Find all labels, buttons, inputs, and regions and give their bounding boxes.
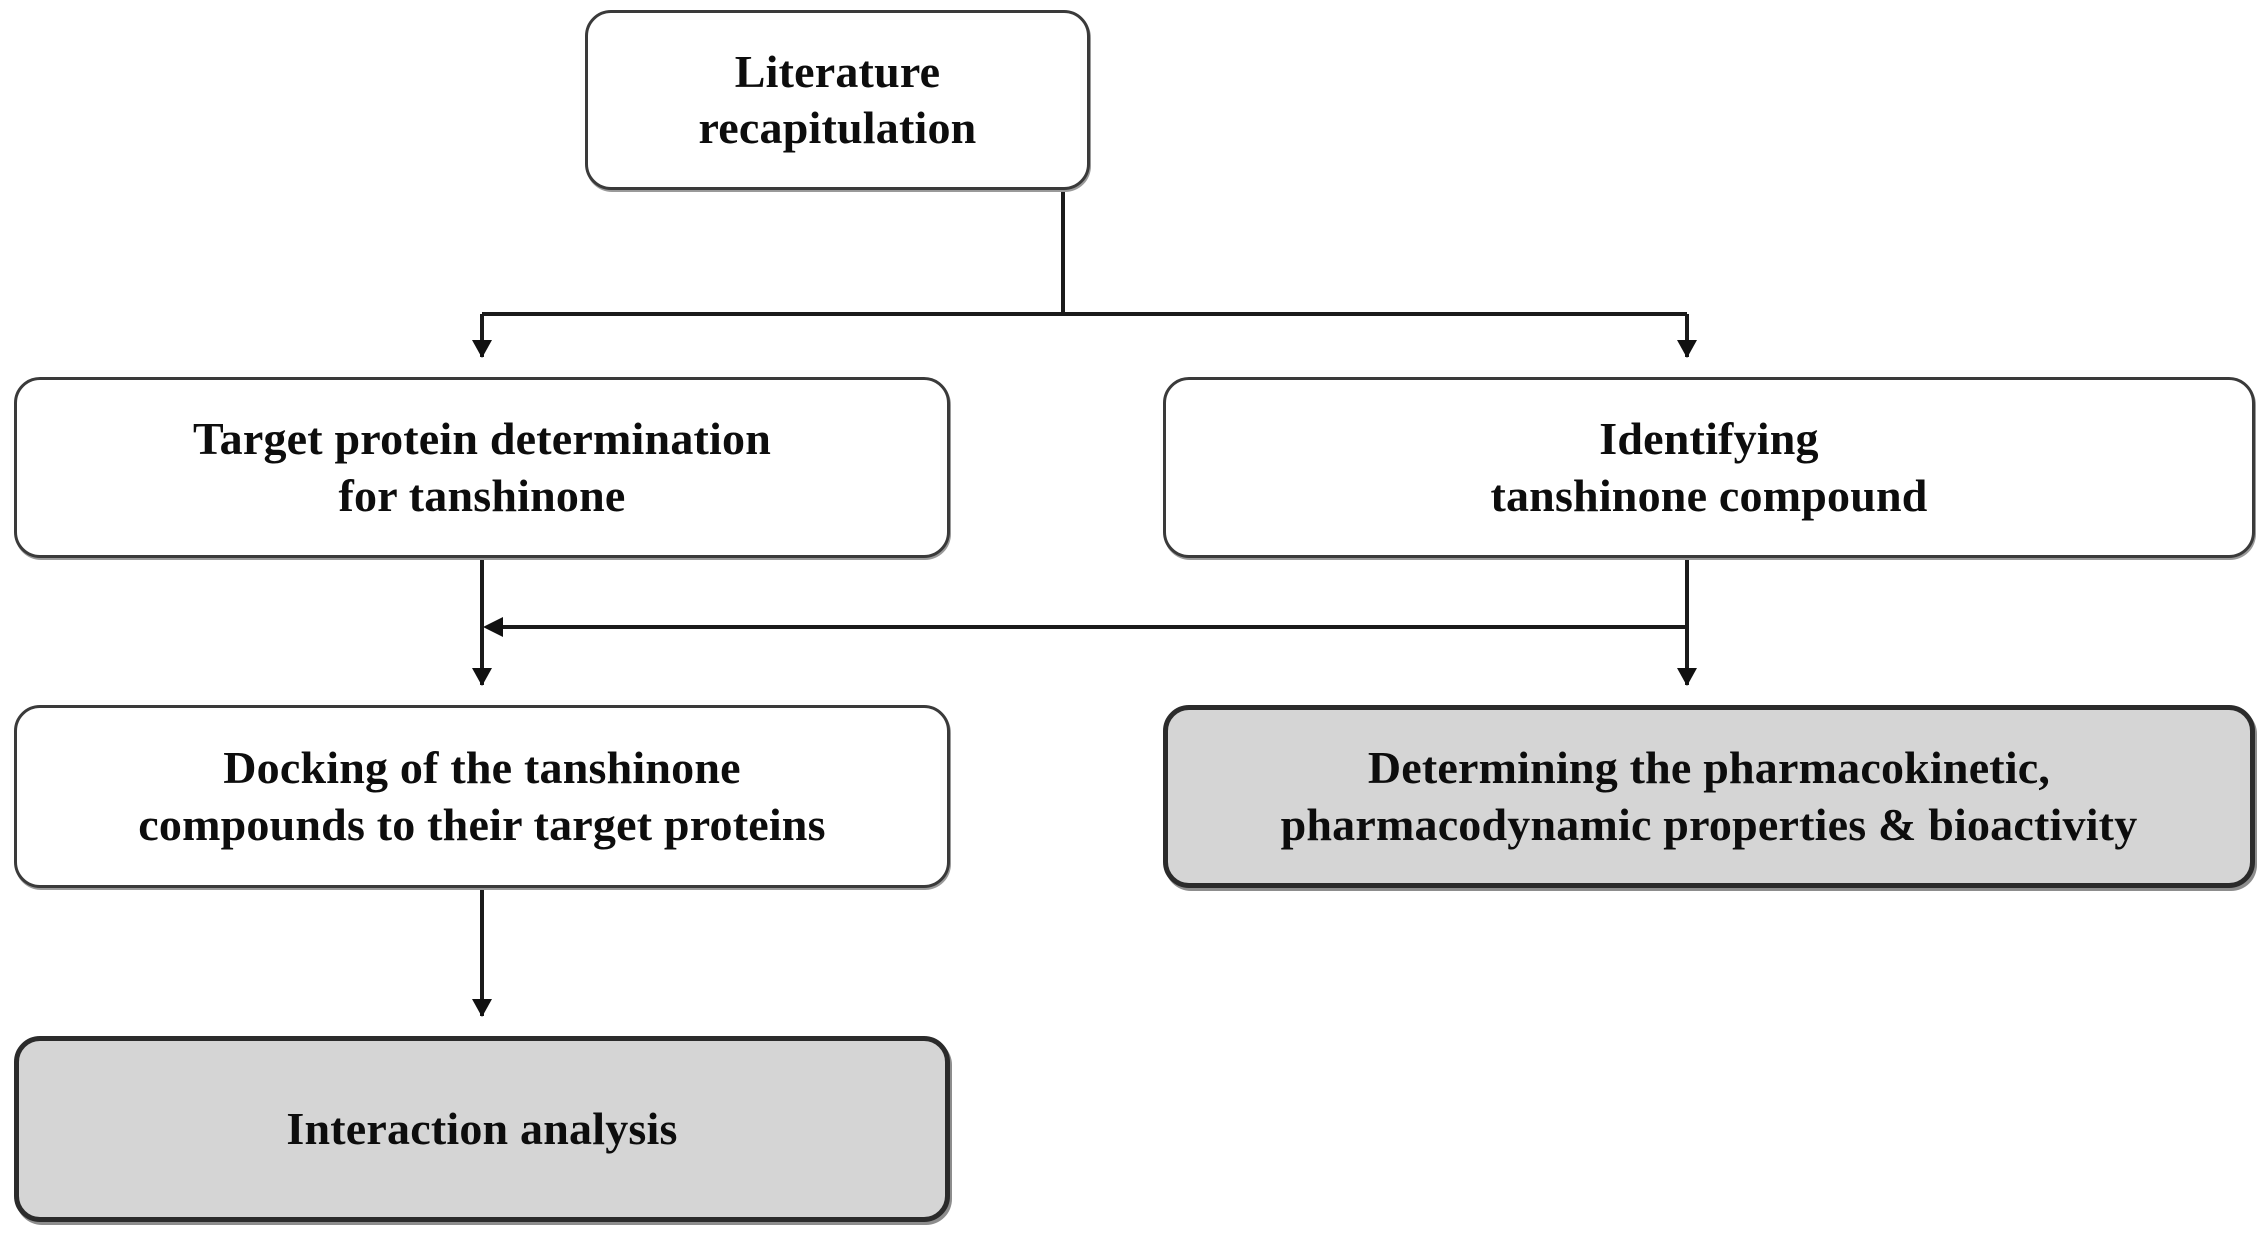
node-interaction-analysis-label: Interaction analysis [286, 1102, 678, 1154]
node-docking-of-tanshinone-compounds-label: Docking of the tanshinone compounds to t… [138, 742, 826, 850]
node-identifying-tanshinone-compound-label: Identifying tanshinone compound [1490, 413, 1928, 521]
node-target-protein-determination[interactable]: Target protein determination for tanshin… [14, 377, 950, 558]
node-target-protein-determination-label: Target protein determination for tanshin… [193, 413, 771, 521]
node-identifying-tanshinone-compound[interactable]: Identifying tanshinone compound [1163, 377, 2255, 558]
node-docking-of-tanshinone-compounds[interactable]: Docking of the tanshinone compounds to t… [14, 705, 950, 888]
node-determining-pharmacokinetic-properties[interactable]: Determining the pharmacokinetic, pharmac… [1163, 705, 2255, 888]
node-interaction-analysis[interactable]: Interaction analysis [14, 1036, 950, 1222]
node-determining-pharmacokinetic-properties-label: Determining the pharmacokinetic, pharmac… [1280, 742, 2138, 850]
node-literature-recapitulation-label: Literature recapitulation [698, 45, 977, 153]
node-literature-recapitulation[interactable]: Literature recapitulation [585, 10, 1090, 190]
